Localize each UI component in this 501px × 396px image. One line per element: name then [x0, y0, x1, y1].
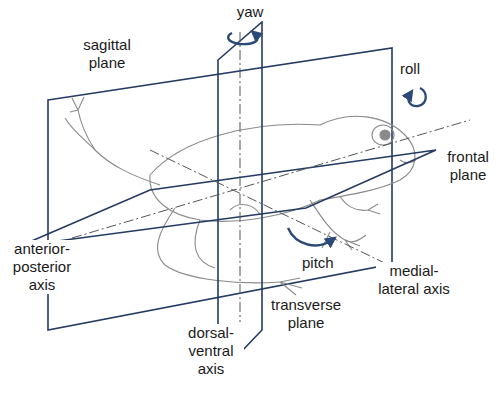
- anterior-posterior-axis: [72, 120, 470, 238]
- roll-arrow: [408, 88, 425, 106]
- axis-label: sagittal plane: [72, 36, 142, 72]
- axis-label: roll: [398, 60, 432, 78]
- axis-label: transverse plane: [266, 296, 346, 332]
- axis-label: pitch: [300, 254, 344, 272]
- dorsal-ventral-axis: [240, 32, 241, 322]
- axis-label: dorsal-ventral axis: [178, 324, 244, 378]
- yaw-arrow: [228, 33, 257, 44]
- medial-lateral-axis: [150, 150, 395, 268]
- axis-label: frontal plane: [438, 148, 498, 184]
- frontal-plane: [20, 150, 436, 246]
- pitch-arrow: [288, 228, 332, 245]
- sagittal-plane: [48, 48, 392, 330]
- transverse-plane: [218, 22, 262, 376]
- axis-label: medial-lateral axis: [376, 262, 452, 298]
- axis-label: yaw: [233, 3, 267, 21]
- axis-label: anterior-posterior axis: [4, 240, 80, 294]
